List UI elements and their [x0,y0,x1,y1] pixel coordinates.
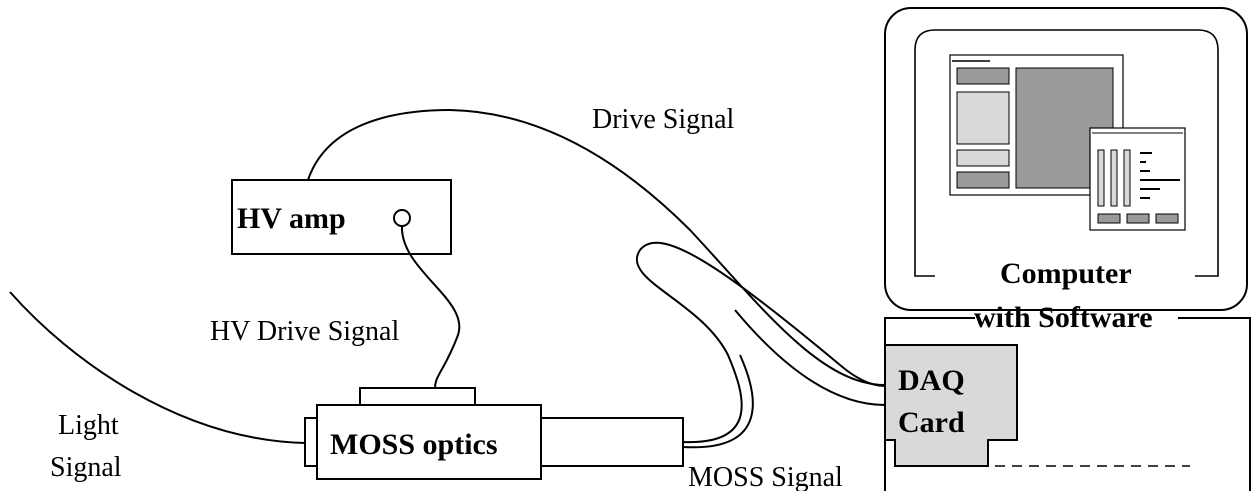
moss-optics-tube [540,417,684,467]
with-software-label: with Software [974,301,1153,334]
moss-signal-label: MOSS Signal [688,462,843,491]
hv-amp-box [231,179,452,255]
monitor-screen [914,29,1219,277]
hv-drive-signal-label: HV Drive Signal [210,316,399,347]
moss-optics-box [316,404,542,480]
light-label: Light [58,410,119,441]
card-label: Card [898,406,965,439]
software-window-main [949,54,1124,196]
drive-signal-label: Drive Signal [592,104,735,135]
software-window-panel [1089,127,1186,231]
drive-signal-cable [307,108,886,386]
daq-label: DAQ [898,364,965,397]
light-signal-cable [9,291,306,444]
hv-amp-label: HV amp [237,202,346,235]
moss-signal-cable-outer [682,354,754,449]
signal-label: Signal [50,452,122,483]
computer-label: Computer [1000,257,1132,290]
moss-optics-assembly [304,387,684,480]
hv-amp-output-knob [393,209,411,227]
monitor [884,7,1248,311]
daq-card [884,344,1018,467]
moss-optics-top-mount [359,387,476,407]
hv-drive-signal-cable [400,225,461,389]
moss-optics-label: MOSS optics [330,428,498,461]
drive-signal-cable-lower [734,309,886,406]
moss-signal-cable [636,241,886,444]
moss-optics-fiber-port [304,417,318,467]
